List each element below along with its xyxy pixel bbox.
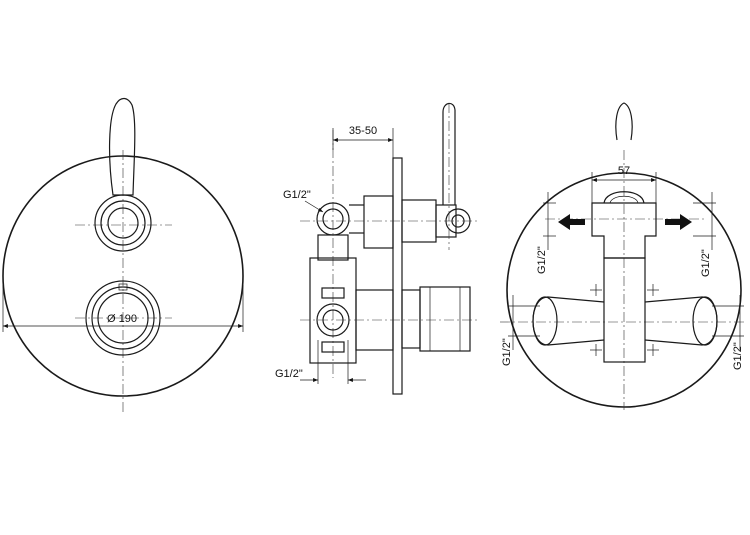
upper-inlet-thread-outer <box>316 202 350 236</box>
lower-knob-side <box>401 289 421 349</box>
diverter-knob-inner <box>97 292 149 344</box>
left-inlet-pipe <box>532 296 605 346</box>
diverter-indicator <box>118 283 128 291</box>
diverter-knob-outer <box>85 280 161 356</box>
lower-left-thread-label: G1/2" <box>501 338 513 366</box>
upper-right-thread-label: G1/2" <box>700 249 712 277</box>
upper-knob-rear-arc <box>603 191 645 204</box>
left-pipe-end <box>532 296 558 346</box>
front-view: Ø 190 <box>2 97 244 415</box>
side-faceplate <box>392 157 403 395</box>
rear-view: 57 G1/2" G1/2" G1/2" G1/2" <box>500 102 745 410</box>
rear-central-body <box>603 257 646 363</box>
lower-inlet-flange <box>321 287 345 299</box>
spacing-label: 57 <box>618 165 630 177</box>
right-inlet-pipe <box>644 296 718 346</box>
upper-cartridge-housing <box>363 195 394 249</box>
mount-marks <box>590 284 659 356</box>
upper-knob-middle <box>100 200 146 246</box>
lower-thread-label: G1/2" <box>275 368 303 380</box>
upper-thread-label: G1/2" <box>283 189 311 201</box>
lower-inlet-flange-bottom <box>321 341 345 353</box>
upper-knob-rear-arc-inner <box>609 195 639 204</box>
lever-side-profile <box>442 102 456 205</box>
depth-label: 35-50 <box>349 125 377 137</box>
side-view: 35-50 G1/2" G1/2" <box>275 102 480 395</box>
diverter-knob-middle <box>91 286 155 350</box>
upper-knob-inner <box>107 207 139 239</box>
lower-knob-ring <box>419 286 471 352</box>
lower-right-thread-label: G1/2" <box>732 342 744 370</box>
right-pipe-end <box>692 296 718 346</box>
upper-thread-leader <box>304 200 324 213</box>
upper-knob-outer <box>94 194 152 252</box>
flow-arrow-left <box>558 214 585 230</box>
upper-inlet-thread-inner <box>322 208 344 230</box>
rear-lever-tip <box>615 102 633 141</box>
flow-arrow-right <box>665 214 692 230</box>
diameter-label: Ø 190 <box>107 313 137 325</box>
upper-left-thread-label: G1/2" <box>536 246 548 274</box>
mixer-lever <box>108 97 136 196</box>
